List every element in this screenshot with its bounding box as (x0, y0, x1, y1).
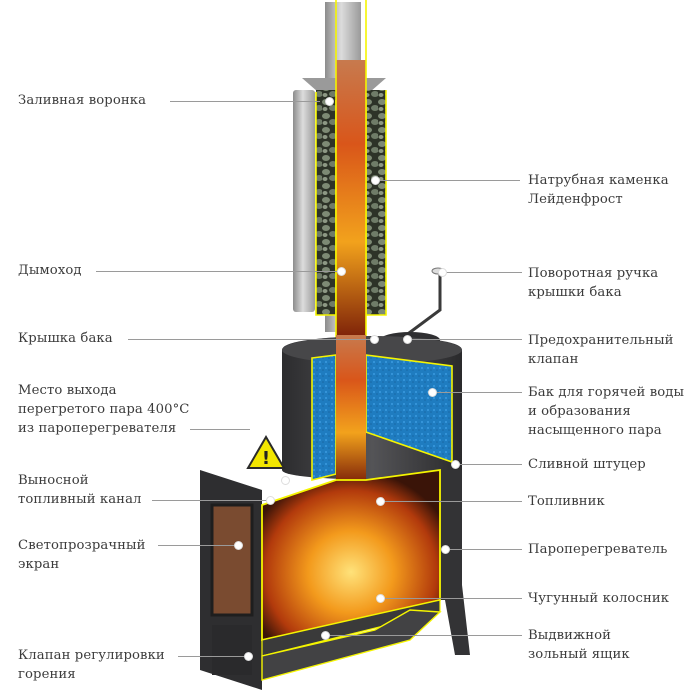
leader-grate (380, 598, 522, 599)
callout-dot (234, 541, 243, 550)
callout-dot (337, 267, 346, 276)
label-steam-outlet: Место выхода перегретого пара 400°С из п… (18, 383, 190, 436)
callout-dot (376, 594, 385, 603)
leader-fuel-channel (152, 500, 270, 501)
label-stone-heater: Натрубная каменка Лейденфрост (528, 173, 669, 207)
leader-chimney (96, 271, 341, 272)
label-glass-screen: Светопрозрачный экран (18, 538, 146, 572)
label-funnel: Заливная воронка (18, 93, 147, 108)
label-grate: Чугунный колосник (528, 591, 670, 606)
label-air-valve: Клапан регулировки горения (18, 648, 165, 682)
callout-dot (451, 460, 460, 469)
callout-dot (321, 631, 330, 640)
leader-ash-drawer (325, 635, 522, 636)
leader-glass-screen (158, 545, 238, 546)
label-fuel-channel: Выносной топливный канал (18, 473, 142, 507)
leader-stone-heater (380, 180, 520, 181)
callout-dot (244, 652, 253, 661)
leader-air-valve (178, 656, 248, 657)
svg-text:!: ! (262, 448, 270, 469)
leader-funnel (170, 101, 320, 102)
label-tank-lid: Крышка бака (18, 331, 113, 346)
callout-dot (428, 388, 437, 397)
callout-dot (370, 335, 379, 344)
label-safety-valve: Предохранительный клапан (528, 333, 674, 367)
leader-safety-valve (412, 339, 522, 340)
callout-dot (325, 97, 334, 106)
callout-dot (376, 497, 385, 506)
callout-dot (281, 476, 290, 485)
leader-water-tank (432, 392, 522, 393)
leader-firebox (380, 501, 522, 502)
label-lid-handle: Поворотная ручка крышки бака (528, 266, 659, 300)
leader-superheater (445, 549, 522, 550)
callout-dot (441, 545, 450, 554)
leader-steam-outlet (190, 429, 250, 430)
callout-dot (371, 176, 380, 185)
leader-tank-lid (128, 339, 374, 340)
leader-drain-fitting (455, 464, 522, 465)
leader-lid-handle (442, 272, 522, 273)
label-water-tank: Бак для горячей воды и образования насыщ… (528, 385, 685, 438)
callout-dot (266, 496, 275, 505)
callout-dot (403, 335, 412, 344)
label-drain-fitting: Сливной штуцер (528, 457, 646, 472)
label-chimney: Дымоход (18, 263, 82, 278)
label-superheater: Пароперегреватель (528, 542, 668, 557)
label-ash-drawer: Выдвижной зольный ящик (528, 628, 630, 662)
callout-dot (438, 268, 447, 277)
label-firebox: Топливник (528, 494, 605, 509)
